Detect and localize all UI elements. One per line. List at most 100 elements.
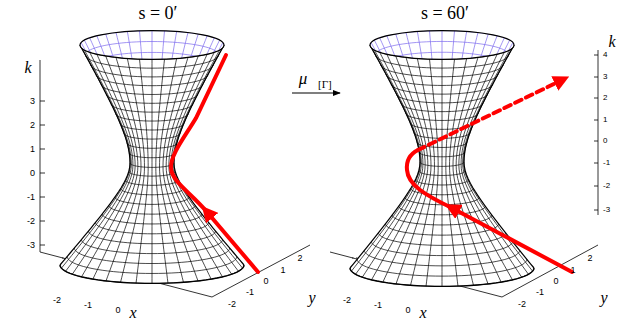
mesh-line (61, 48, 130, 269)
panel-title: s = 60′ (421, 4, 469, 22)
tick-label: -1 (603, 159, 610, 167)
mesh-line (111, 96, 192, 104)
tick-label: -1 (374, 301, 382, 310)
mesh-line (101, 74, 202, 84)
mesh-line (426, 59, 438, 286)
tick-label: 0 (30, 169, 35, 178)
mesh-line (461, 52, 522, 277)
map-symbol: μ (299, 70, 308, 87)
mesh-line (464, 43, 513, 162)
mesh-line (160, 31, 177, 158)
tick-label: -1 (246, 288, 254, 297)
axis-name: y (308, 290, 315, 306)
tick-label: 2 (603, 94, 607, 102)
mesh-line (127, 138, 177, 143)
mesh-line (450, 59, 474, 286)
mesh-line (82, 54, 136, 277)
tick-label: 0 (603, 137, 607, 145)
rim (370, 31, 514, 60)
mesh-line (163, 57, 198, 280)
tick-label: -2 (603, 182, 610, 190)
mesh-line (106, 57, 141, 280)
mesh-line (171, 38, 214, 161)
rim (60, 265, 244, 283)
mesh-line (116, 33, 141, 160)
mesh-line (396, 85, 487, 94)
tick-label: 0 (263, 277, 268, 286)
axis-name: k (24, 60, 31, 76)
mesh-line (419, 148, 464, 153)
mesh-line (169, 54, 223, 277)
mesh-line (386, 63, 498, 74)
trajectory (407, 80, 572, 272)
mesh-line (387, 36, 425, 159)
mesh-line (152, 59, 153, 283)
mesh-line (456, 56, 501, 282)
mesh-line (450, 31, 467, 157)
mesh-line (72, 52, 133, 274)
mesh-line (406, 33, 431, 159)
mesh-line (129, 149, 174, 154)
mesh-line (401, 95, 482, 103)
axis-name: x (129, 305, 136, 321)
mesh-line (461, 38, 504, 160)
tick-label: -1 (27, 193, 35, 202)
mesh-line (420, 158, 464, 162)
mesh-line (97, 36, 135, 160)
tick-label: -2 (53, 296, 61, 305)
mesh-line (124, 128, 180, 134)
mesh-line (453, 57, 488, 283)
tick-label: 1 (280, 266, 285, 275)
tick-label: -1 (536, 288, 544, 297)
mesh-line (106, 34, 138, 160)
tick-label: 0 (553, 277, 558, 286)
tick-label: 1 (603, 116, 607, 124)
hyperboloid (350, 31, 534, 287)
panel-title: s = 0′ (138, 4, 177, 22)
mesh-line (169, 36, 207, 160)
tick-label: 1 (570, 266, 575, 275)
tick-label: -2 (228, 300, 236, 309)
mesh-line (96, 63, 208, 74)
tick-label: 2 (587, 254, 592, 263)
mesh-line (372, 54, 426, 280)
axis-name: k (608, 34, 615, 50)
mesh-line (406, 106, 478, 113)
tick-label: 1 (30, 145, 35, 154)
tick-label: 3 (30, 97, 35, 106)
axis-name: x (419, 305, 426, 321)
surface-fill (350, 45, 534, 286)
mesh-line (60, 45, 130, 265)
tick-label: -1 (84, 301, 92, 310)
mesh-line (391, 74, 492, 84)
tick-label: 2 (30, 121, 35, 130)
axis-name: y (600, 290, 607, 306)
mesh-line (90, 38, 133, 161)
rim (80, 31, 224, 60)
mesh-line (396, 57, 431, 283)
mesh-line (464, 48, 533, 272)
mesh-line (356, 50, 422, 274)
mesh-line (116, 107, 188, 114)
mesh-line (152, 31, 153, 159)
map-subscript: [Γ] (318, 79, 332, 90)
mesh-line (140, 31, 149, 159)
mesh-line (371, 43, 420, 162)
mesh-line (446, 59, 458, 286)
mesh-line (459, 54, 513, 280)
tick-label: 0 (115, 306, 120, 315)
mesh-line (453, 33, 478, 159)
hyperboloid (60, 31, 244, 284)
mesh-line (81, 43, 130, 163)
mesh-line (156, 31, 165, 159)
trajectory (171, 55, 258, 272)
mesh-line (430, 31, 439, 158)
mesh-line (410, 117, 473, 123)
mesh-line (66, 50, 132, 271)
mesh-line (174, 48, 243, 269)
tick-label: -2 (518, 300, 526, 309)
mesh-line (120, 117, 183, 123)
mesh-line (127, 31, 144, 158)
